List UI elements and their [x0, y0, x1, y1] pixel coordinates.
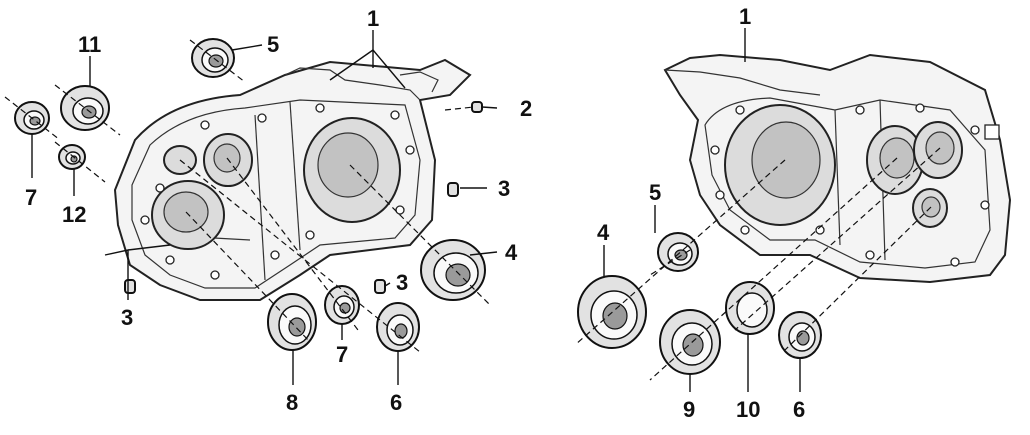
label-left-11: 11	[78, 32, 101, 57]
label-left-3b: 3	[396, 270, 408, 295]
right-needle-bearing-10	[725, 281, 775, 335]
part-labels: 1 2 3 3 3 4 5 6 7 7 8 11 12 1 4 5 6 9 10	[25, 4, 805, 422]
label-left-8: 8	[286, 390, 298, 415]
label-right-9: 9	[683, 397, 695, 422]
label-right-4: 4	[597, 220, 610, 245]
label-left-3c: 3	[121, 305, 133, 330]
label-left-3a: 3	[498, 176, 510, 201]
left-bearing-4	[420, 239, 486, 301]
left-bearing-6	[376, 302, 420, 352]
right-assembly-axes	[574, 147, 941, 381]
left-seal-7-lower	[324, 285, 360, 325]
label-left-7a: 7	[25, 185, 37, 210]
label-left-4: 4	[505, 240, 518, 265]
label-right-10: 10	[736, 397, 760, 422]
leader-lines	[31, 28, 801, 392]
left-bearing-8	[267, 293, 317, 351]
label-right-1: 1	[739, 4, 751, 29]
label-left-12: 12	[62, 202, 86, 227]
label-left-1: 1	[367, 6, 379, 31]
label-right-5: 5	[649, 180, 661, 205]
right-seal-5	[657, 232, 699, 272]
left-crankcase-half	[113, 58, 472, 301]
right-bearing-9	[659, 309, 721, 375]
left-seal-5	[191, 38, 235, 78]
left-assembly-axes	[4, 39, 491, 353]
label-left-6: 6	[390, 390, 402, 415]
left-seal-11	[60, 85, 110, 131]
right-crankcase-half	[663, 53, 1012, 284]
label-left-5: 5	[267, 32, 279, 57]
label-right-6: 6	[793, 397, 805, 422]
label-left-2: 2	[520, 96, 532, 121]
label-left-7b: 7	[336, 342, 348, 367]
